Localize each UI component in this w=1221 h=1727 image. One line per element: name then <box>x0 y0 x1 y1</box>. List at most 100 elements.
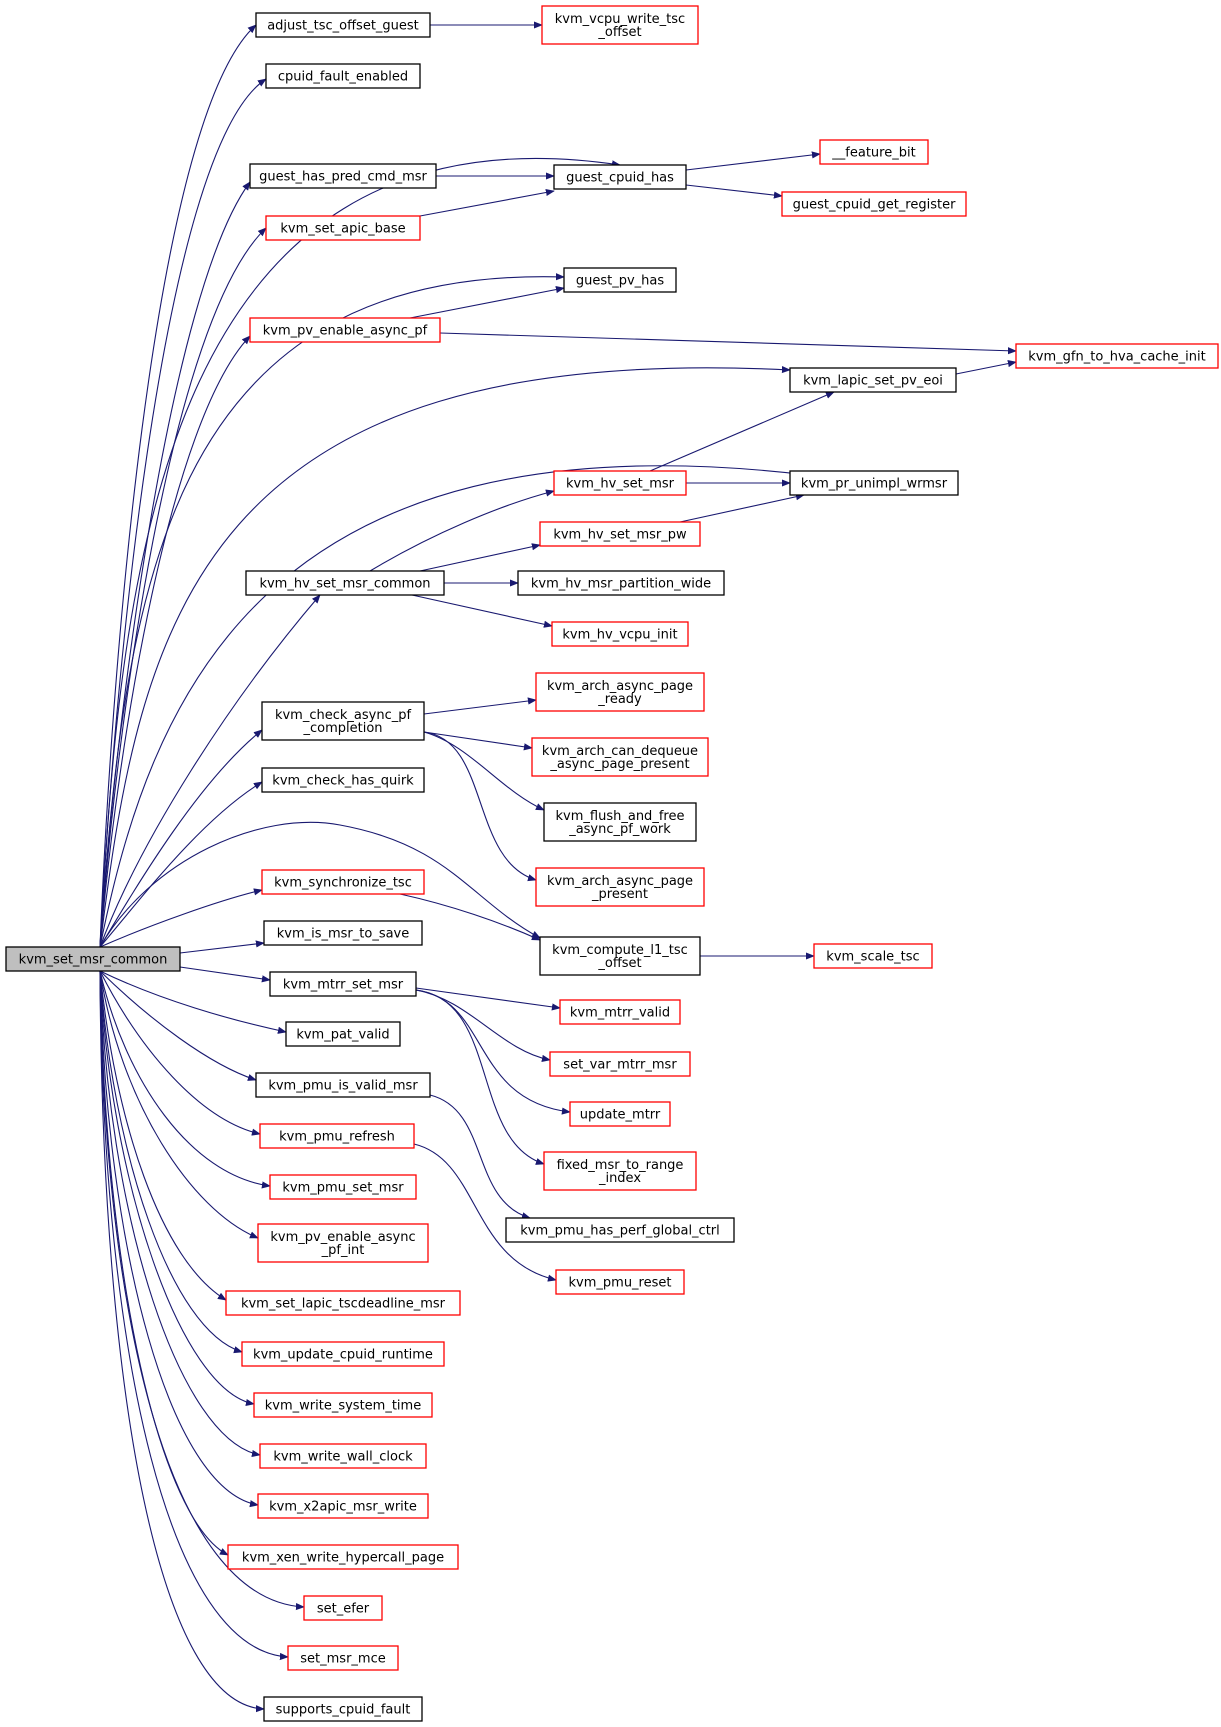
edge-kvm_hv_set_msr_common-to-kvm_hv_vcpu_init <box>411 594 553 628</box>
node-label: kvm_pv_enable_async_pf <box>263 324 428 339</box>
node-box <box>531 737 709 777</box>
node-kvm_mtrr_valid[interactable]: kvm_mtrr_valid <box>559 999 681 1025</box>
node-kvm_pmu_reset[interactable]: kvm_pmu_reset <box>555 1269 685 1295</box>
edge-kvm_hv_set_msr_common-to-kvm_hv_set_msr <box>369 489 555 572</box>
node-label: _index <box>598 1171 641 1186</box>
node-adjust_tsc_offset_guest[interactable]: adjust_tsc_offset_guest <box>255 12 431 38</box>
edge-root-to-kvm_pmu_set_msr <box>99 970 271 1189</box>
node-label: kvm_check_has_quirk <box>272 774 414 789</box>
node-supports_cpuid_fault[interactable]: supports_cpuid_fault <box>263 1696 423 1722</box>
node-label: kvm_write_system_time <box>265 1399 421 1414</box>
node-kvm_compute_l1_tsc_offset[interactable]: kvm_compute_l1_tsc_offset <box>539 936 701 976</box>
node-box <box>559 999 681 1025</box>
node-kvm_xen_write_hypercall_page[interactable]: kvm_xen_write_hypercall_page <box>227 1544 459 1570</box>
node-kvm_pmu_set_msr[interactable]: kvm_pmu_set_msr <box>269 1174 417 1200</box>
node-label: _offset <box>597 25 641 40</box>
node-kvm_pat_valid[interactable]: kvm_pat_valid <box>285 1021 401 1047</box>
node-kvm_hv_msr_partition_wide[interactable]: kvm_hv_msr_partition_wide <box>517 570 725 596</box>
node-label: kvm_pmu_set_msr <box>282 1181 404 1196</box>
node-kvm_set_apic_base[interactable]: kvm_set_apic_base <box>265 215 421 241</box>
node-label: kvm_pmu_reset <box>569 1276 672 1291</box>
node-label: kvm_write_wall_clock <box>273 1450 413 1465</box>
node-kvm_pv_enable_async_pf_int[interactable]: kvm_pv_enable_async_pf_int <box>257 1223 429 1263</box>
node-set_efer[interactable]: set_efer <box>303 1595 383 1621</box>
node-label: guest_has_pred_cmd_msr <box>259 170 427 185</box>
edge-root-to-kvm_pv_enable_async_pf <box>99 335 251 948</box>
node-guest_pv_has[interactable]: guest_pv_has <box>563 267 677 293</box>
edge-kvm_mtrr_set_msr-to-update_mtrr <box>415 989 571 1115</box>
node-update_mtrr[interactable]: update_mtrr <box>569 1101 671 1127</box>
edge-kvm_pmu_is_valid_msr-to-kvm_pmu_has_perf_global_ctrl <box>429 1094 531 1220</box>
node-label: kvm_hv_set_msr <box>566 477 675 492</box>
edge-kvm_synchronize_tsc-to-kvm_compute_l1_tsc_offset <box>399 893 541 941</box>
node-kvm_flush_and_free_async_pf_work[interactable]: kvm_flush_and_free_async_pf_work <box>543 802 697 842</box>
node-label: kvm_compute_l1_tsc <box>552 943 688 958</box>
node-kvm_check_async_pf_completion[interactable]: kvm_check_async_pf_completion <box>261 701 425 741</box>
node-label: kvm_scale_tsc <box>826 950 919 965</box>
node-kvm_write_wall_clock[interactable]: kvm_write_wall_clock <box>259 1443 427 1469</box>
edge-root-to-kvm_x2apic_msr_write <box>99 970 259 1508</box>
node-box <box>551 621 689 647</box>
node-kvm_arch_async_page_present[interactable]: kvm_arch_async_page_present <box>535 867 705 907</box>
node-set_msr_mce[interactable]: set_msr_mce <box>287 1645 399 1671</box>
node-kvm_hv_set_msr_pw[interactable]: kvm_hv_set_msr_pw <box>539 521 701 547</box>
node-kvm_is_msr_to_save[interactable]: kvm_is_msr_to_save <box>263 920 423 946</box>
node-label: __feature_bit <box>831 146 915 161</box>
node-kvm_arch_can_dequeue_async_page_present[interactable]: kvm_arch_can_dequeue_async_page_present <box>531 737 709 777</box>
node-label: set_msr_mce <box>300 1652 385 1667</box>
node-box <box>241 1341 445 1367</box>
node-fixed_msr_to_range_index[interactable]: fixed_msr_to_range_index <box>543 1151 697 1191</box>
node-label: kvm_synchronize_tsc <box>274 876 412 891</box>
node-kvm_pr_unimpl_wrmsr[interactable]: kvm_pr_unimpl_wrmsr <box>789 470 959 496</box>
edge-root-to-kvm_pat_valid <box>99 970 287 1034</box>
node-label: kvm_hv_set_msr_common <box>259 577 430 592</box>
node-kvm_hv_vcpu_init[interactable]: kvm_hv_vcpu_init <box>551 621 689 647</box>
node-label: kvm_update_cpuid_runtime <box>253 1348 433 1363</box>
node-kvm_vcpu_write_tsc_offset[interactable]: kvm_vcpu_write_tsc_offset <box>541 5 699 45</box>
node-kvm_synchronize_tsc[interactable]: kvm_synchronize_tsc <box>261 869 425 895</box>
node-box <box>813 943 933 969</box>
edge-kvm_hv_set_msr_common-to-kvm_hv_set_msr_pw <box>419 543 541 572</box>
node-kvm_pmu_is_valid_msr[interactable]: kvm_pmu_is_valid_msr <box>255 1072 431 1098</box>
node-label: guest_cpuid_has <box>566 171 674 186</box>
node-kvm_x2apic_msr_write[interactable]: kvm_x2apic_msr_write <box>257 1493 429 1519</box>
node-kvm_pv_enable_async_pf[interactable]: kvm_pv_enable_async_pf <box>249 317 441 343</box>
node-label: set_var_mtrr_msr <box>563 1058 677 1073</box>
edge-root-to-kvm_update_cpuid_runtime <box>99 970 243 1354</box>
node-label: kvm_hv_msr_partition_wide <box>531 577 711 592</box>
node-root[interactable]: kvm_set_msr_common <box>5 946 181 972</box>
node-guest_has_pred_cmd_msr[interactable]: guest_has_pred_cmd_msr <box>249 163 437 189</box>
node-label: _async_page_present <box>549 757 689 772</box>
node-guest_cpuid_get_register[interactable]: guest_cpuid_get_register <box>781 191 967 217</box>
node-feature_bit[interactable]: __feature_bit <box>819 139 929 165</box>
node-box <box>517 570 725 596</box>
node-kvm_pmu_refresh[interactable]: kvm_pmu_refresh <box>259 1123 415 1149</box>
node-kvm_hv_set_msr[interactable]: kvm_hv_set_msr <box>553 470 687 496</box>
node-label: supports_cpuid_fault <box>276 1703 411 1718</box>
node-guest_cpuid_has[interactable]: guest_cpuid_has <box>553 164 687 190</box>
node-kvm_pmu_has_perf_global_ctrl[interactable]: kvm_pmu_has_perf_global_ctrl <box>505 1217 735 1243</box>
node-box <box>541 5 699 45</box>
edge-guest_cpuid_has-to-feature_bit <box>685 151 821 171</box>
node-kvm_mtrr_set_msr[interactable]: kvm_mtrr_set_msr <box>269 971 417 997</box>
node-kvm_set_lapic_tscdeadline_msr[interactable]: kvm_set_lapic_tscdeadline_msr <box>225 1290 461 1316</box>
node-kvm_update_cpuid_runtime[interactable]: kvm_update_cpuid_runtime <box>241 1341 445 1367</box>
node-kvm_check_has_quirk[interactable]: kvm_check_has_quirk <box>261 767 425 793</box>
node-kvm_arch_async_page_ready[interactable]: kvm_arch_async_page_ready <box>535 672 705 712</box>
node-box <box>261 701 425 741</box>
node-kvm_scale_tsc[interactable]: kvm_scale_tsc <box>813 943 933 969</box>
node-cpuid_fault_enabled[interactable]: cpuid_fault_enabled <box>265 63 421 89</box>
edge-root-to-kvm_is_msr_to_save <box>179 940 265 954</box>
node-kvm_gfn_to_hva_cache_init[interactable]: kvm_gfn_to_hva_cache_init <box>1015 343 1219 369</box>
node-box <box>269 1174 417 1200</box>
node-box <box>249 163 437 189</box>
node-kvm_write_system_time[interactable]: kvm_write_system_time <box>253 1392 433 1418</box>
node-kvm_hv_set_msr_common[interactable]: kvm_hv_set_msr_common <box>245 570 445 596</box>
node-set_var_mtrr_msr[interactable]: set_var_mtrr_msr <box>549 1051 691 1077</box>
node-label: kvm_check_async_pf <box>275 708 412 723</box>
edge-root-to-kvm_compute_l1_tsc_offset <box>99 821 541 948</box>
node-kvm_lapic_set_pv_eoi[interactable]: kvm_lapic_set_pv_eoi <box>789 367 957 393</box>
node-box <box>257 1493 429 1519</box>
node-label: kvm_pv_enable_async <box>270 1230 415 1245</box>
